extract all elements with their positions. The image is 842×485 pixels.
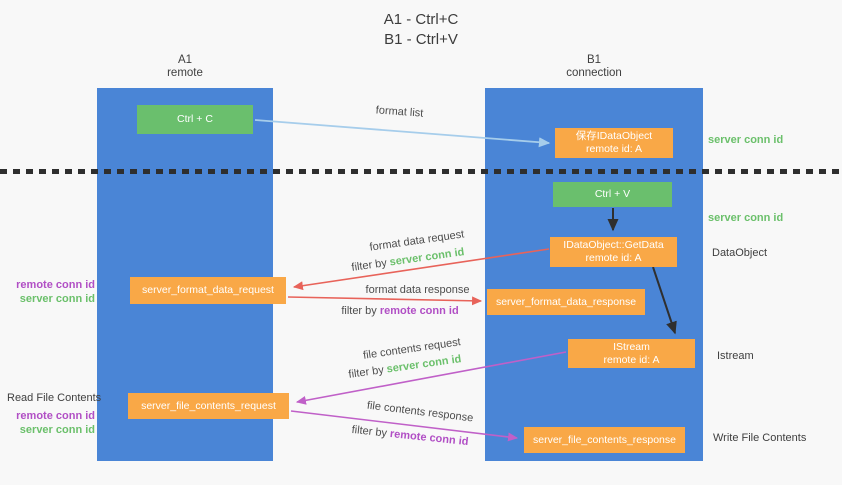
- annotation-dataobject: DataObject: [712, 247, 768, 259]
- node-istream-line2: remote id: A: [603, 353, 660, 366]
- label-format-list: format list: [375, 104, 424, 120]
- node-file-request-label: server_file_contents_request: [141, 399, 276, 412]
- annotation-remote-conn-id-left-top: remote conn id: [16, 279, 95, 291]
- node-server-file-contents-request: server_file_contents_request: [128, 393, 289, 419]
- diagram-title: A1 - Ctrl+C B1 - Ctrl+V: [0, 10, 842, 50]
- title-line-1: A1 - Ctrl+C: [383, 11, 459, 28]
- annotation-conn-ids-left-bottom: remote conn id server conn id: [0, 409, 95, 437]
- node-save-idataobject: 保存IDataObject remote id: A: [555, 128, 673, 158]
- node-idataobject-getdata: IDataObject::GetData remote id: A: [550, 237, 677, 267]
- node-file-response-label: server_file_contents_response: [532, 433, 676, 446]
- node-format-request-label: server_format_data_request: [142, 284, 274, 296]
- node-save-idataobject-line1: 保存IDataObject: [575, 130, 653, 142]
- node-istream-line1: IStream: [613, 340, 650, 353]
- label-format-data-response: format data response: [365, 284, 470, 296]
- column-header-a1: A1 remote: [97, 54, 273, 80]
- node-istream: IStream remote id: A: [568, 339, 695, 368]
- remote-conn-id-text: remote conn id: [389, 427, 470, 449]
- column-a1-name: A1: [177, 54, 193, 66]
- column-b1-name: B1: [586, 54, 602, 66]
- annotation-server-conn-id-left-top: server conn id: [19, 293, 95, 305]
- node-server-file-contents-response: server_file_contents_response: [524, 427, 685, 453]
- node-ctrl-v: Ctrl + V: [553, 182, 672, 207]
- column-header-b1: B1 connection: [485, 54, 703, 80]
- label-filter-by-remote-conn-id-2: filter by remote conn id: [340, 423, 481, 451]
- column-b1-subtitle: connection: [566, 67, 622, 79]
- filter-by-text: filter by: [351, 423, 391, 440]
- title-line-2: B1 - Ctrl+V: [384, 31, 458, 48]
- label-file-contents-response: file contents response: [366, 399, 474, 425]
- node-server-format-data-response: server_format_data_response: [487, 289, 645, 315]
- node-ctrl-v-label: Ctrl + V: [594, 188, 631, 200]
- filter-by-text: filter by: [350, 256, 391, 274]
- annotation-read-file-contents: Read File Contents: [7, 392, 102, 404]
- column-a1-subtitle: remote: [167, 67, 203, 79]
- filter-by-text: filter by: [341, 305, 380, 317]
- annotation-remote-conn-id-left-bottom: remote conn id: [16, 410, 95, 422]
- filter-by-text: filter by: [347, 363, 388, 381]
- annotation-server-conn-id-left-bottom: server conn id: [19, 424, 95, 436]
- annotation-istream: Istream: [717, 350, 754, 362]
- node-format-response-label: server_format_data_response: [495, 295, 637, 308]
- annotation-server-conn-id-top: server conn id: [708, 134, 784, 146]
- annotation-conn-ids-left-top: remote conn id server conn id: [0, 278, 95, 306]
- node-ctrl-c-label: Ctrl + C: [177, 113, 213, 125]
- annotation-server-conn-id-mid: server conn id: [708, 212, 784, 224]
- remote-conn-id-text: remote conn id: [379, 305, 459, 317]
- node-server-format-data-request: server_format_data_request: [130, 277, 286, 304]
- arrow-format-data-response: [287, 296, 483, 306]
- node-ctrl-c: Ctrl + C: [137, 105, 253, 134]
- node-getdata-line2: remote id: A: [585, 252, 642, 264]
- node-getdata-line1: IDataObject::GetData: [563, 239, 664, 251]
- label-filter-by-remote-conn-id-1: filter by remote conn id: [335, 305, 465, 318]
- node-save-idataobject-line2: remote id: A: [585, 143, 643, 155]
- annotation-write-file-contents: Write File Contents: [713, 432, 807, 444]
- dashed-separator-line: [0, 169, 842, 174]
